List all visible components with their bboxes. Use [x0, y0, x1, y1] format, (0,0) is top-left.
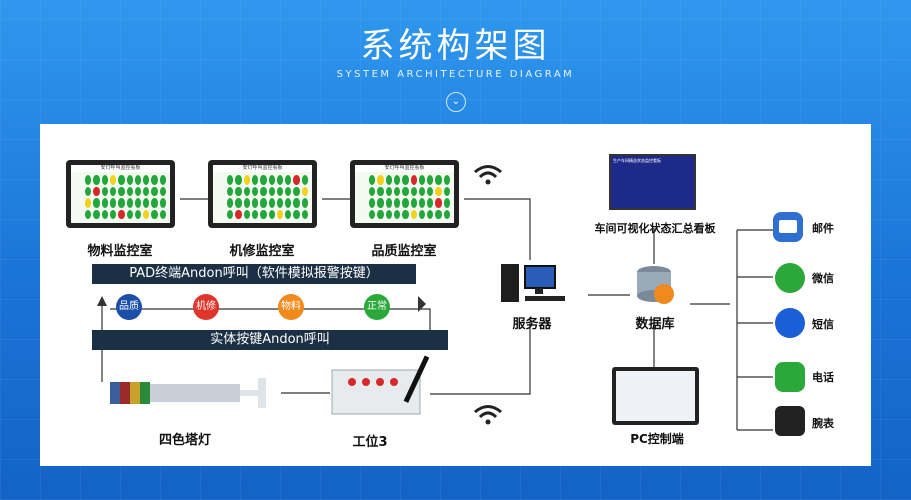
arrow-right [418, 296, 426, 312]
sms-icon [775, 308, 805, 338]
line-mon3-server [464, 198, 531, 260]
page-title: 系统构架图 [360, 26, 551, 66]
database-icon [637, 266, 674, 304]
dashboard-screen: 生产车间精益状态监控看板 [609, 154, 696, 210]
line-notify-branches [737, 229, 773, 431]
watch-icon [775, 406, 805, 436]
label-material-room: 物料监控室 [87, 244, 153, 259]
pad-andon-bar: PAD终端Andon呼叫（软件模拟报警按键） [92, 264, 416, 284]
station-box-icon [331, 355, 430, 415]
monitor-material: 安灯呼叫监控看板 [66, 160, 175, 228]
label-database: 数据库 [635, 317, 675, 332]
scroll-down-icon[interactable]: ⌄ [446, 92, 466, 112]
arrow-tower-up [97, 296, 107, 306]
label-mail: 邮件 [812, 222, 834, 235]
label-dashboard: 车间可视化状态汇总看板 [594, 222, 716, 235]
label-pc-control: PC控制端 [630, 432, 684, 446]
label-wechat: 微信 [812, 272, 834, 285]
label-station: 工位3 [352, 435, 388, 450]
button-normal[interactable]: 正常 [364, 294, 390, 320]
wechat-icon [775, 263, 805, 293]
wifi-icon-bottom [474, 405, 502, 425]
tower-light-icon [110, 378, 266, 408]
phone-icon [775, 362, 805, 392]
server-icon [501, 264, 565, 302]
diagram-card: 安灯呼叫监控看板 安灯呼叫监控看板 安灯呼叫监控看板 物料监控室 机修监控室 品… [40, 124, 871, 466]
label-maintenance-room: 机修监控室 [229, 244, 295, 259]
label-phone: 电话 [812, 371, 834, 384]
line-station-server [430, 322, 531, 395]
label-watch: 腕表 [812, 417, 834, 430]
label-server: 服务器 [512, 317, 552, 332]
mail-icon [773, 212, 803, 242]
wifi-icon [474, 165, 502, 185]
monitor-quality: 安灯呼叫监控看板 [350, 160, 459, 228]
page-subtitle: SYSTEM ARCHITECTURE DIAGRAM [336, 69, 575, 80]
button-material[interactable]: 物料 [278, 294, 304, 320]
label-quality-room: 品质监控室 [371, 244, 437, 259]
label-tower-light: 四色塔灯 [158, 433, 211, 448]
button-quality[interactable]: 品质 [116, 294, 142, 320]
pc-monitor [612, 367, 699, 425]
label-sms: 短信 [812, 318, 834, 331]
physical-andon-bar: 实体按键Andon呼叫 [92, 330, 448, 350]
button-maintenance[interactable]: 机修 [193, 294, 219, 320]
monitor-maintenance: 安灯呼叫监控看板 [208, 160, 317, 228]
